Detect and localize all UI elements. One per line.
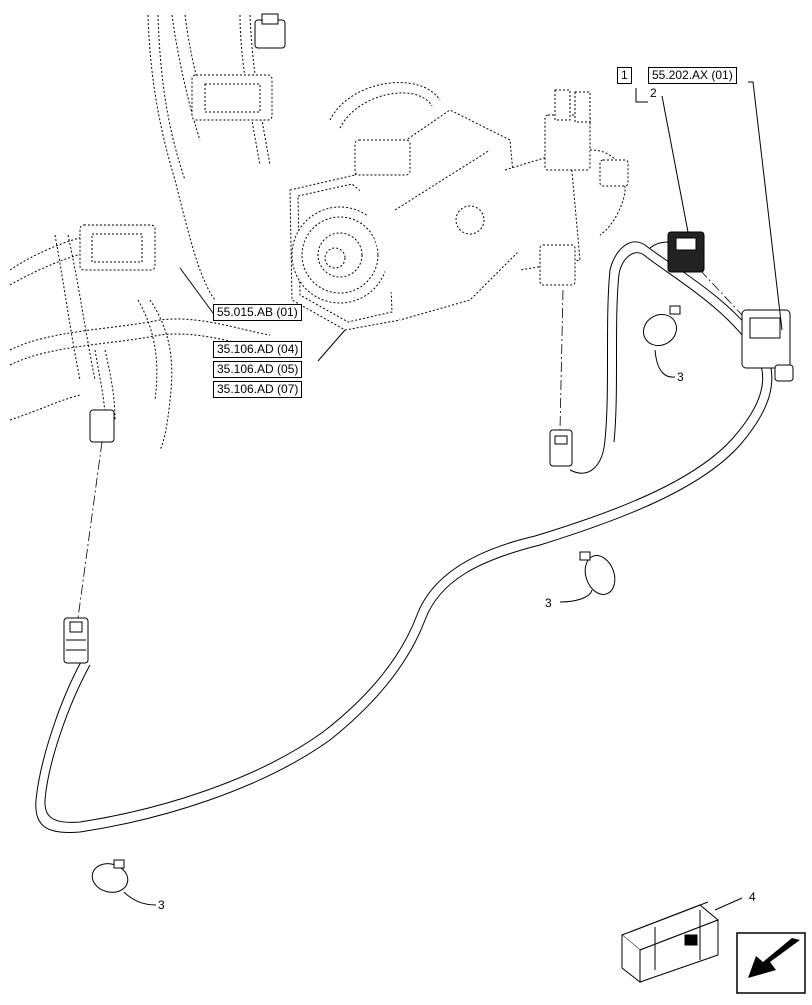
harness-connectors: [63, 231, 794, 664]
hydraulic-pump: [289, 82, 629, 331]
callout-4: 4: [749, 890, 756, 904]
machine-harness-background: [9, 14, 271, 451]
reference-35-106-ad-07[interactable]: 35.106.AD (07): [213, 381, 303, 398]
cable-ties: [91, 305, 681, 893]
callout-3-lower: 3: [158, 898, 165, 912]
crate-icon: [621, 901, 719, 984]
reference-55-015-ab[interactable]: 55.015.AB (01): [213, 304, 302, 321]
callout-3-middle: 3: [545, 596, 552, 610]
reference-35-106-ad-04[interactable]: 35.106.AD (04): [213, 341, 303, 358]
callout-1: 1: [617, 67, 632, 84]
background-connectors: [79, 13, 286, 271]
arrow-left-down-icon[interactable]: [736, 932, 806, 994]
reference-55-202-ax[interactable]: 55.202.AX (01): [648, 67, 737, 84]
callout-2: 2: [650, 86, 657, 100]
reference-35-106-ad-05[interactable]: 35.106.AD (05): [213, 361, 303, 378]
cable-tie-2: [579, 551, 616, 595]
cable-tie-3: [91, 859, 129, 893]
center-lines: [77, 269, 743, 619]
callout-3-upper: 3: [677, 370, 684, 384]
wiring-harness: [35, 241, 773, 834]
cable-tie-1: [642, 305, 681, 347]
leader-lines: [123, 81, 783, 911]
